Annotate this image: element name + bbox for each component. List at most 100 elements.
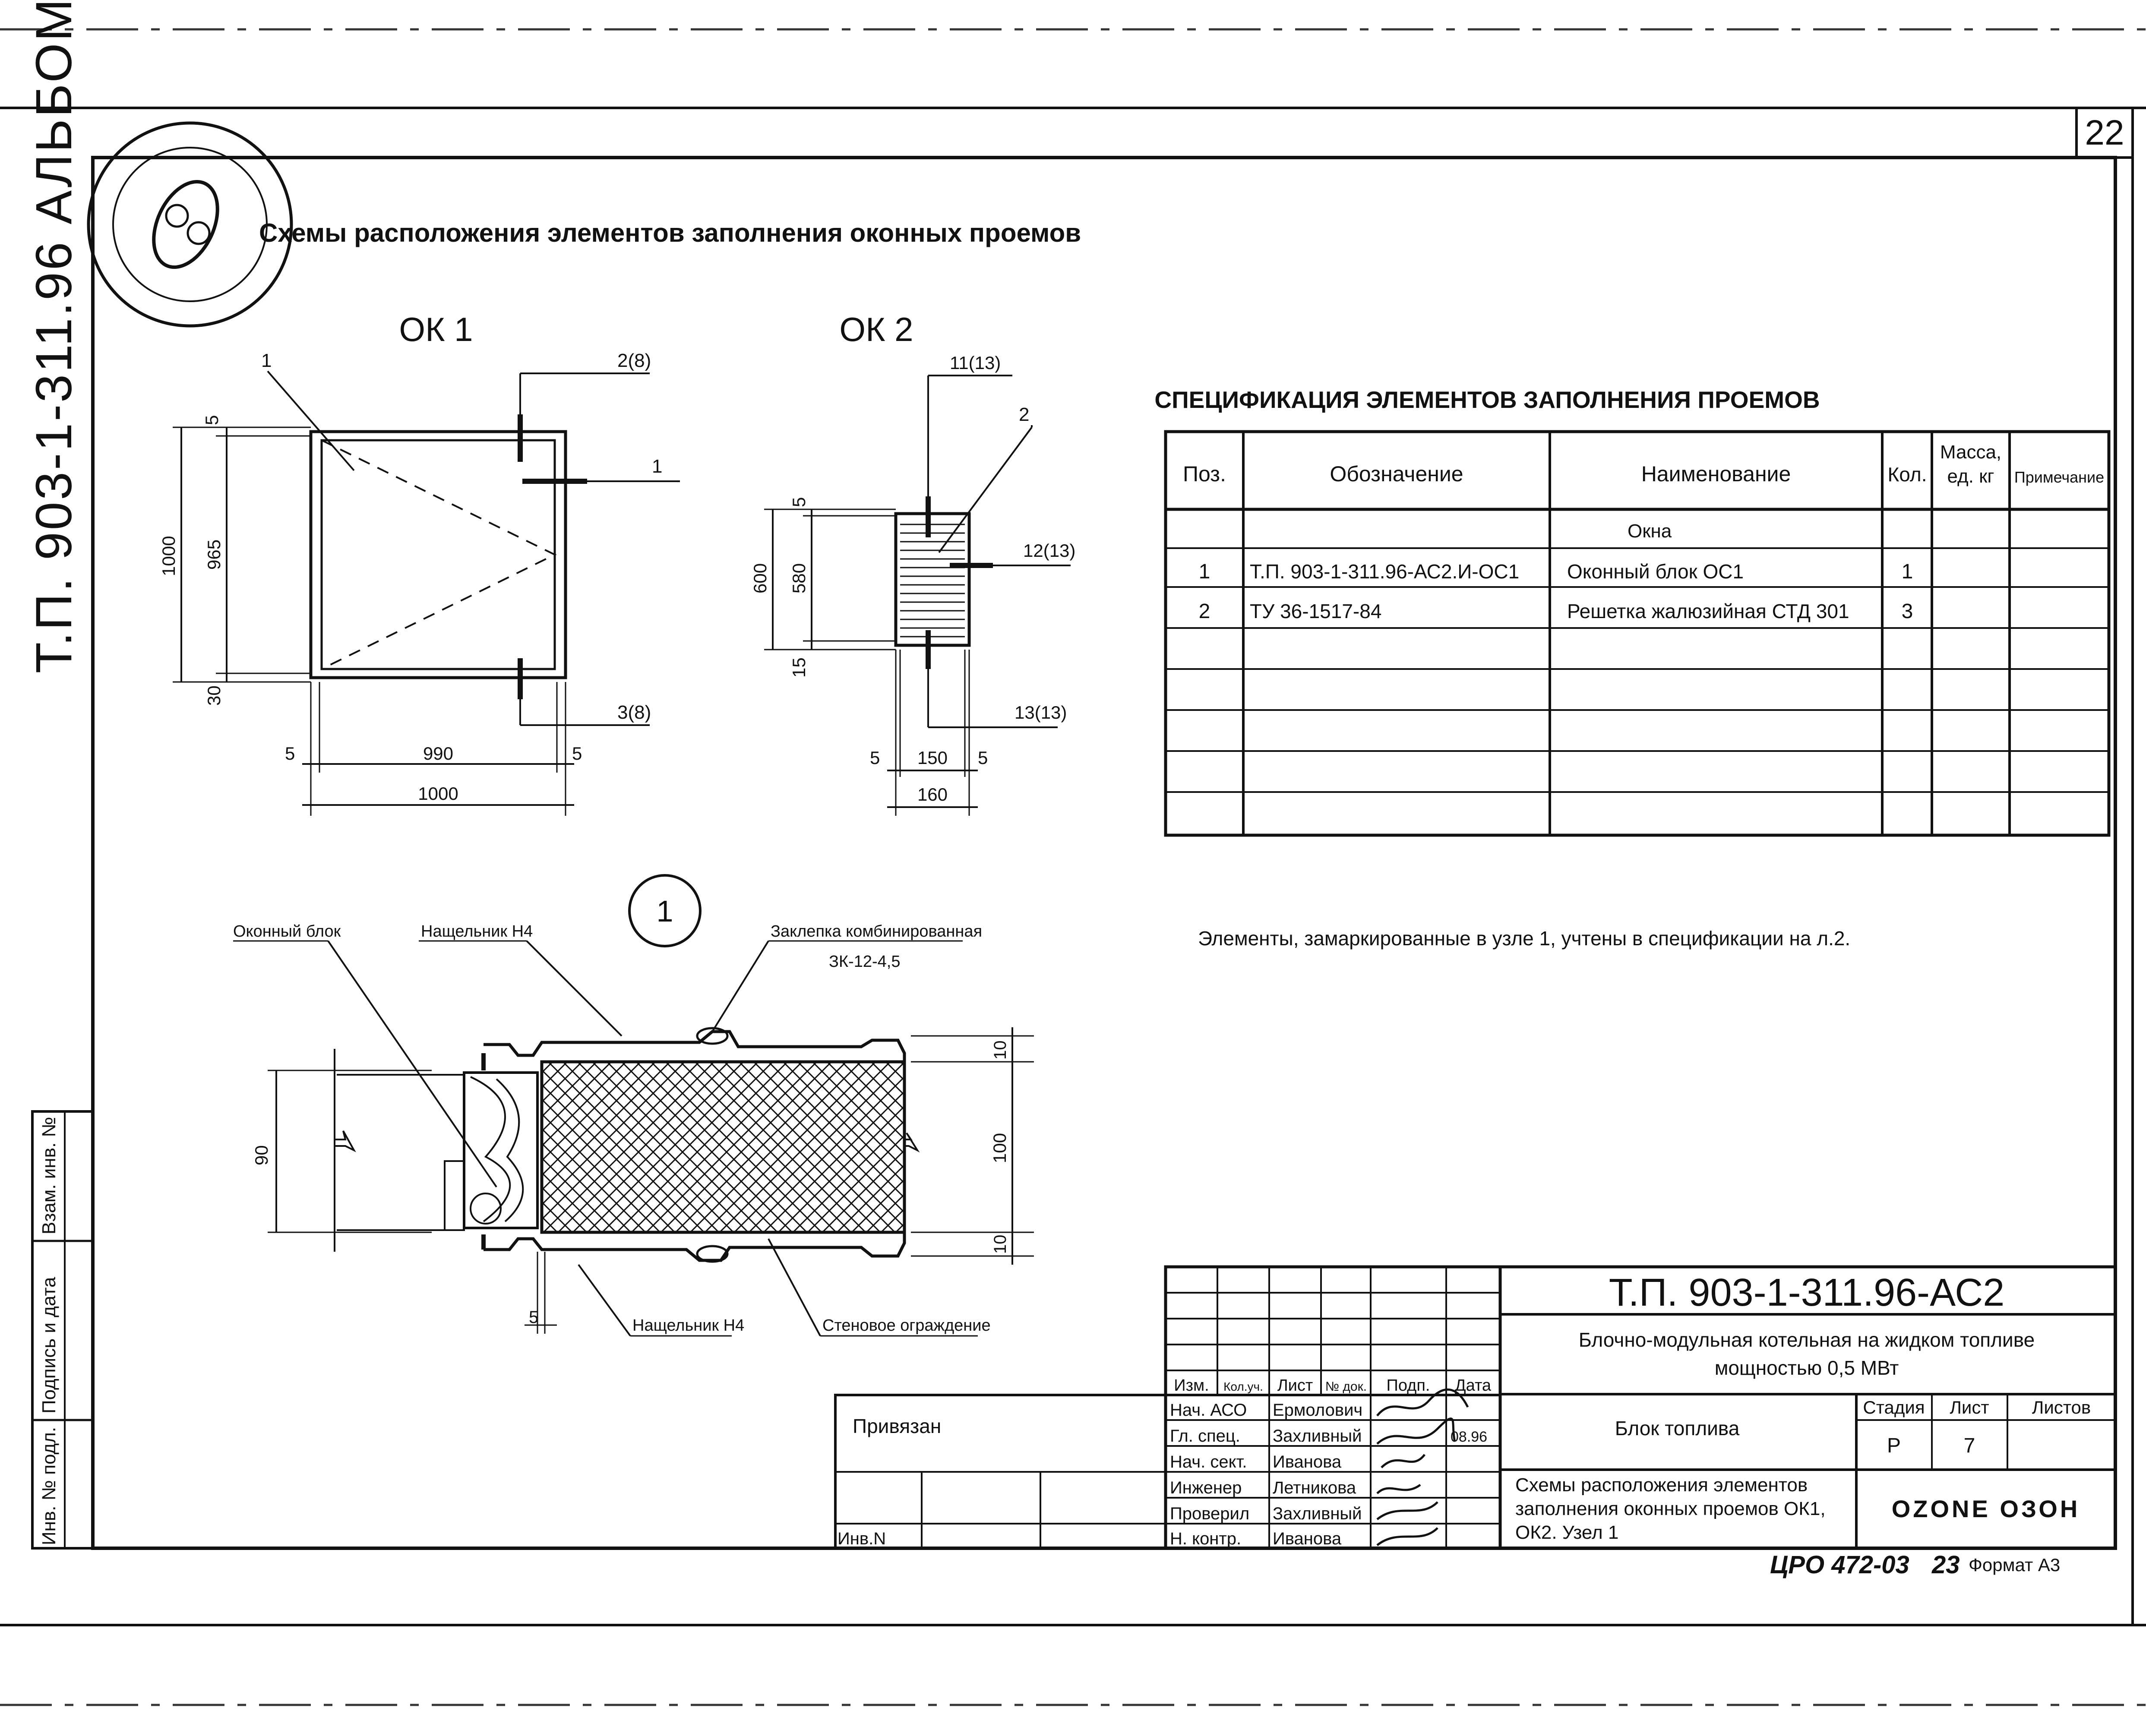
node-label-nashchelnik-top: Нащельник Н4 [421,922,533,941]
ok1-dim-5-right: 5 [572,743,582,764]
scan-border-lines [0,28,2146,1706]
handwritten-sheet: 23 [1931,1551,1960,1579]
ok2-pos-11: 11(13) [950,353,1001,373]
handwritten-code: ЦРО 472-03 [1770,1551,1909,1579]
sheet-number: 22 [2085,113,2124,152]
tb-header-izm: Изм. [1174,1376,1209,1395]
node-dim-90: 90 [251,1145,272,1165]
spec-header-mass: Масса, ед. кг [1940,442,2002,487]
title-block-sheet-title-3: ОК2. Узел 1 [1515,1522,1618,1543]
side-stamp-inv-podl: Инв. № подл. [38,1427,60,1545]
spec-row-1-designation: Т.П. 903-1-311.96-АС2.И-ОС1 [1250,560,1519,583]
title-block-sheet-title-1: Схемы расположения элементов [1515,1474,1808,1496]
ok2-dim-580: 580 [789,563,809,593]
spec-title: СПЕЦИФИКАЦИЯ ЭЛЕМЕНТОВ ЗАПОЛНЕНИЯ ПРОЕМО… [1154,386,1820,413]
side-stamp-podpis: Подпись и дата [38,1277,60,1414]
ok2-title: ОК 2 [839,310,913,348]
title-block-sheets-label: Листов [2032,1397,2091,1417]
spec-header-name: Наименование [1641,462,1791,486]
node-label-wall: Стеновое ограждение [822,1316,991,1335]
node-label-window-block: Оконный блок [233,922,341,941]
node-dim-10-bottom: 10 [991,1235,1010,1254]
title-block-sheet-value: 7 [1964,1434,1975,1457]
inv-n-label: Инв.N [838,1529,886,1548]
signer-1-role: Нач. АСО [1170,1401,1247,1420]
spec-row-2-qty: 3 [1902,600,1913,623]
spec-row-1-pos: 1 [1199,560,1210,583]
signer-6-role: Н. контр. [1170,1529,1241,1548]
ok1-pos-2: 2(8) [617,350,651,371]
title-block-date: 08.96 [1451,1429,1487,1445]
title-block-sheet-title-2: заполнения оконных проемов ОК1, [1515,1498,1826,1519]
ok2-pos-12: 12(13) [1023,540,1075,561]
ok1-dim-1000-v: 1000 [158,536,179,576]
spec-row-2-name: Решетка жалюзийная СТД 301 [1567,600,1849,622]
node-label-rivet: Заклепка комбинированная [771,922,982,941]
signer-5-name: Захливный [1273,1504,1362,1523]
title-block-sheet-label: Лист [1950,1397,1989,1417]
signer-3-role: Нач. сект. [1170,1452,1247,1471]
ok1-dim-1000-h: 1000 [418,783,458,804]
title-block-stage-label: Стадия [1863,1397,1925,1417]
signer-6-name: Иванова [1273,1529,1342,1548]
format-label: Формат А3 [1969,1555,2060,1575]
ok2-scheme: ОК 2 [764,310,1071,816]
drawing-title: Схемы расположения элементов заполнения … [259,218,1081,247]
spec-table [1164,430,2111,837]
tb-header-ndok: № док. [1325,1379,1367,1394]
node-number: 1 [657,894,673,928]
spec-header-qty: Кол. [1888,463,1927,486]
title-block-grid [834,1265,2117,1550]
spec-row-2-pos: 2 [1199,600,1210,623]
side-stamp [31,1110,94,1550]
ok1-dim-965: 965 [204,540,224,570]
side-title: Т.П. 903-1-311.96 АЛЬБОМ 3 [25,0,82,673]
title-block-stage-value: Р [1887,1434,1901,1457]
company-seal [87,121,293,328]
signer-4-role: Инженер [1170,1478,1242,1497]
spec-note: Элементы, замаркированные в узле 1, учте… [1198,927,1850,950]
node-dim-5: 5 [529,1308,538,1327]
title-block-code: Т.П. 903-1-311.96-АС2 [1609,1271,2005,1314]
company-logo: OZONE ОЗОН [1892,1495,2080,1522]
ok2-dim-5-left: 5 [870,748,880,768]
ok1-title: ОК 1 [399,310,473,348]
node-dim-100: 100 [989,1133,1010,1163]
spec-header-mass-wrap: Масса, ед. кг [1940,442,2002,487]
node-1-detail [233,874,1034,1337]
title-block-project-line1: Блочно-модульная котельная на жидком топ… [1579,1329,2035,1351]
tb-header-podp: Подп. [1387,1376,1430,1395]
title-block-object: Блок топлива [1615,1417,1740,1439]
ok2-dim-15: 15 [789,657,809,678]
signer-4-name: Летникова [1273,1478,1356,1497]
title-block-project-line2: мощностью 0,5 МВт [1715,1357,1899,1379]
ok1-scheme: ОК 1 [173,310,680,816]
ok1-dim-5-left: 5 [285,743,295,764]
node-label-nashchelnik-bottom: Нащельник Н4 [632,1316,744,1335]
signer-2-name: Захливный [1273,1427,1362,1446]
ok2-dim-5-top: 5 [789,497,809,507]
ok1-pos-3: 3(8) [617,702,651,723]
spec-header-pos: Поз. [1183,462,1226,486]
node-dim-10-top: 10 [991,1041,1010,1060]
spec-group-windows: Окна [1628,521,1672,542]
signer-1-name: Ермолович [1273,1401,1362,1420]
signatures [1376,1388,1469,1546]
signer-2-role: Гл. спец. [1170,1427,1240,1446]
tb-header-koluch: Кол.уч. [1223,1380,1263,1393]
node-label-rivet-code: ЗК-12-4,5 [829,953,901,971]
ok1-dim-30: 30 [204,685,224,706]
ok1-pos-1: 1 [261,350,272,371]
spec-row-1-name: Оконный блок ОС1 [1567,560,1744,583]
ok2-dim-150: 150 [917,748,948,768]
tb-header-list: Лист [1277,1376,1313,1395]
ok2-dim-600: 600 [750,563,770,593]
spec-header-note: Примечание [2014,468,2104,486]
tb-header-data: Дата [1455,1376,1492,1395]
side-stamp-vzam: Взам. инв. № [38,1117,60,1234]
ok1-pos-1b: 1 [652,456,662,477]
ok2-dim-160: 160 [917,784,948,805]
ok1-dim-990: 990 [423,743,453,764]
ok2-dim-5-right: 5 [978,748,988,768]
